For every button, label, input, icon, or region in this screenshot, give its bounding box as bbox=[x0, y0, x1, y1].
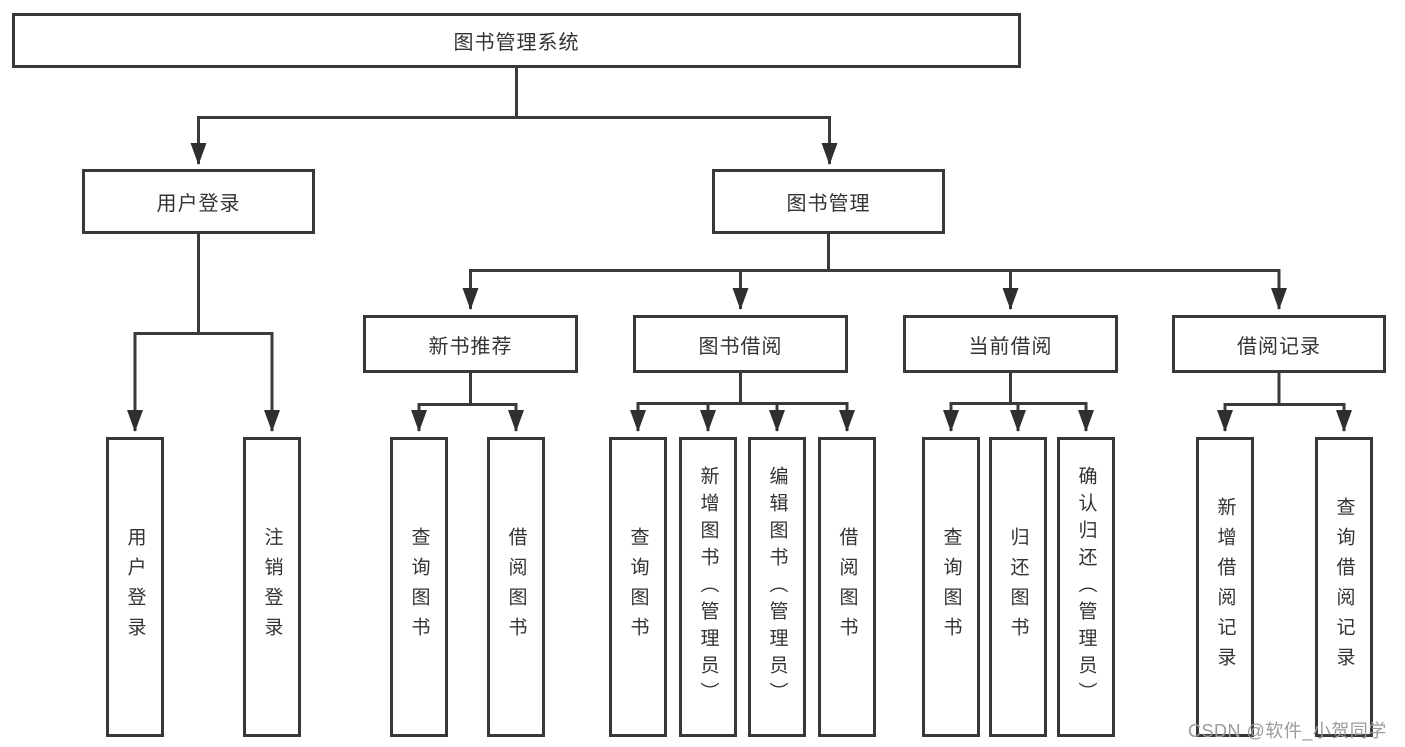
leaf-user-login: 用户登录 bbox=[106, 437, 164, 737]
csdn-watermark: CSDN @软件_小贺同学 bbox=[1188, 721, 1387, 741]
leaf-borrow-add-books-admin: 新增图书（管理员） bbox=[679, 437, 737, 737]
leaf-borrow-borrow-books: 借阅图书 bbox=[818, 437, 876, 737]
node-label: 用户登录 bbox=[156, 193, 241, 215]
node-label: 注销登录 bbox=[261, 527, 283, 647]
node-label: 借阅图书 bbox=[836, 527, 858, 647]
leaf-borrow-edit-books-admin: 编辑图书（管理员） bbox=[748, 437, 806, 737]
node-label: 借阅图书 bbox=[505, 527, 527, 647]
leaf-newbooks-query-books: 查询图书 bbox=[390, 437, 448, 737]
node-book-borrow: 图书借阅 bbox=[633, 315, 848, 373]
node-root-system: 图书管理系统 bbox=[12, 13, 1021, 68]
node-borrow-records: 借阅记录 bbox=[1172, 315, 1386, 373]
node-new-book-recommend: 新书推荐 bbox=[363, 315, 578, 373]
node-label: 新书推荐 bbox=[428, 335, 513, 358]
leaf-newbooks-borrow-books: 借阅图书 bbox=[487, 437, 545, 737]
node-label: 查询图书 bbox=[408, 527, 430, 647]
node-label: 用户登录 bbox=[124, 527, 146, 647]
node-label: 图书管理系统 bbox=[453, 32, 580, 54]
node-book-management: 图书管理 bbox=[712, 169, 945, 234]
leaf-current-confirm-return-admin: 确认归还（管理员） bbox=[1057, 437, 1115, 737]
node-label: 新增图书（管理员） bbox=[697, 465, 719, 709]
node-label: 借阅记录 bbox=[1237, 335, 1321, 358]
leaf-logout-login: 注销登录 bbox=[243, 437, 301, 737]
node-user-login: 用户登录 bbox=[82, 169, 315, 234]
leaf-borrow-query-books: 查询图书 bbox=[609, 437, 667, 737]
node-label: 确认归还（管理员） bbox=[1075, 465, 1097, 709]
node-label: 查询图书 bbox=[940, 527, 962, 647]
node-current-borrow: 当前借阅 bbox=[903, 315, 1118, 373]
node-label: 查询借阅记录 bbox=[1333, 497, 1355, 677]
node-label: 新增借阅记录 bbox=[1214, 497, 1236, 677]
node-label: 图书管理 bbox=[786, 193, 871, 215]
leaf-records-query-borrow-record: 查询借阅记录 bbox=[1315, 437, 1373, 737]
node-label: 图书借阅 bbox=[698, 335, 783, 358]
node-label: 归还图书 bbox=[1007, 527, 1029, 647]
node-label: 查询图书 bbox=[627, 527, 649, 647]
leaf-current-return-books: 归还图书 bbox=[989, 437, 1047, 737]
node-label: 当前借阅 bbox=[968, 335, 1053, 358]
leaf-current-query-books: 查询图书 bbox=[922, 437, 980, 737]
node-label: 编辑图书（管理员） bbox=[766, 465, 788, 709]
leaf-records-add-borrow-record: 新增借阅记录 bbox=[1196, 437, 1254, 737]
